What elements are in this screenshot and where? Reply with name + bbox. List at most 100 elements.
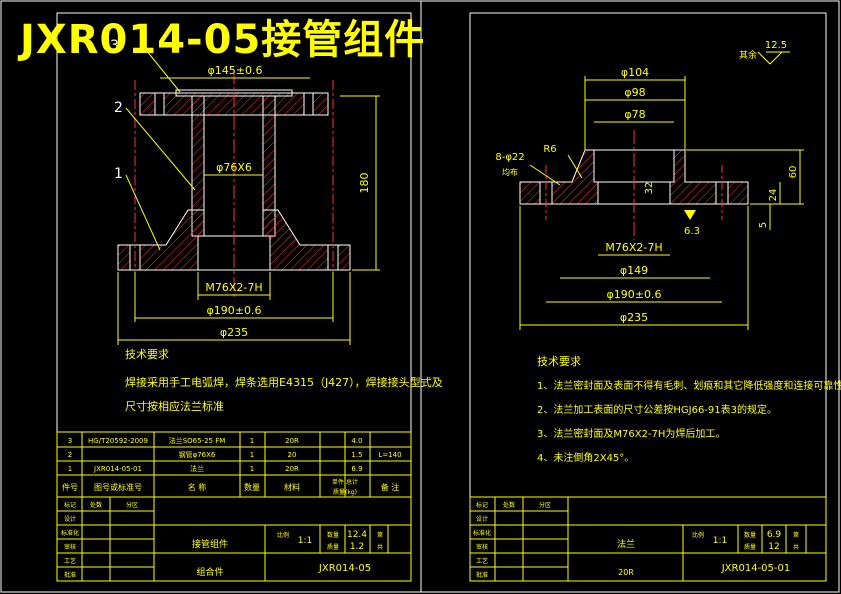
right-flange-view: φ104 φ98 φ78 8-φ22 均布 R6 32 M76X2-7H φ14…	[495, 40, 841, 464]
svg-text:处数: 处数	[90, 501, 102, 509]
svg-text:分区: 分区	[539, 501, 551, 509]
right-note-1: 1、法兰密封面及表面不得有毛刺、划痕和其它降低强度和连接可靠性的缺陷。	[537, 379, 841, 392]
svg-text:共: 共	[793, 543, 799, 551]
bom-row-1: 1 JXR014-05-01 法兰 1 20R 6.9	[68, 464, 363, 473]
svg-text:共: 共	[377, 543, 383, 551]
svg-text:比例: 比例	[692, 531, 704, 539]
svg-text:标记: 标记	[476, 501, 488, 509]
roughness-other-label: 其余	[739, 49, 757, 61]
svg-text:HG/T20592-2009: HG/T20592-2009	[88, 437, 148, 445]
svg-text:比例: 比例	[277, 531, 289, 539]
svg-text:名 称: 名 称	[188, 482, 207, 492]
svg-text:数量: 数量	[244, 482, 260, 492]
dim-m76: M76X2-7H	[205, 281, 262, 294]
callout-1: 1	[114, 166, 123, 182]
dim-r6: R6	[543, 144, 556, 155]
left-note-line-2: 尺寸按相应法兰标准	[125, 399, 224, 413]
svg-text:12: 12	[768, 542, 779, 552]
right-note-4: 4、未注倒角2X45°。	[537, 451, 634, 464]
dim-d76: φ76X6	[216, 161, 252, 174]
right-notes-title: 技术要求	[537, 355, 581, 368]
bom-row-3: 3 HG/T20592-2009 法兰SO65-25 FM 1 20R 4.0	[68, 436, 363, 445]
svg-text:设计: 设计	[476, 515, 488, 523]
svg-text:20: 20	[288, 451, 297, 459]
roughness-6-3: 6.3	[684, 226, 700, 237]
svg-text:法兰: 法兰	[617, 538, 635, 550]
svg-text:1:1: 1:1	[713, 536, 727, 546]
svg-text:审核: 审核	[64, 543, 76, 551]
svg-text:20R: 20R	[285, 437, 299, 445]
svg-text:件号: 件号	[62, 482, 78, 492]
right-title-block-text: 法兰 20R 1:1 6.9 12 JXR014-05-01 比例 数量 质量 …	[473, 501, 799, 579]
svg-text:第: 第	[793, 531, 799, 539]
callout-2: 2	[114, 100, 123, 116]
svg-text:1: 1	[250, 437, 254, 445]
svg-text:JXR014-05-01: JXR014-05-01	[93, 465, 142, 473]
left-revision-labels: 标记 处数 分区 设计 标准化 审核 工艺 批准	[61, 501, 138, 579]
svg-text:1.2: 1.2	[350, 542, 364, 552]
svg-text:法兰: 法兰	[190, 464, 204, 473]
dim-d145: φ145±0.6	[208, 64, 263, 77]
svg-text:质量: 质量	[744, 543, 756, 551]
right-note-2: 2、法兰加工表面的尺寸公差按HGJ66-91表3的规定。	[537, 403, 777, 416]
dim-h5: 5	[758, 222, 769, 228]
svg-text:JXR014-05: JXR014-05	[318, 563, 371, 574]
left-bom-table	[56, 431, 412, 582]
svg-text:批准: 批准	[476, 571, 488, 579]
svg-text:备 注: 备 注	[381, 482, 400, 492]
svg-text:2: 2	[68, 451, 72, 459]
dim-d190: φ190±0.6	[207, 304, 262, 317]
svg-text:图号或标准号: 图号或标准号	[94, 482, 142, 492]
svg-text:组合件: 组合件	[196, 566, 223, 578]
svg-text:处数: 处数	[503, 501, 515, 509]
svg-text:质量(kg): 质量(kg)	[333, 488, 357, 496]
svg-text:3: 3	[68, 437, 72, 445]
svg-text:材料: 材料	[284, 482, 300, 492]
dim-d190: φ190±0.6	[607, 288, 662, 301]
svg-text:4.0: 4.0	[351, 437, 362, 445]
svg-text:JXR014-05-01: JXR014-05-01	[721, 563, 791, 574]
svg-text:标准化: 标准化	[61, 529, 79, 537]
dim-d235: φ235	[620, 311, 648, 324]
svg-text:分区: 分区	[126, 501, 138, 509]
svg-text:数量: 数量	[744, 531, 756, 539]
svg-text:标准化: 标准化	[473, 529, 491, 537]
svg-text:数量: 数量	[327, 531, 339, 539]
svg-text:设计: 设计	[64, 515, 76, 523]
right-title-block-grid	[469, 496, 827, 582]
svg-text:批准: 批准	[64, 571, 76, 579]
svg-text:审核: 审核	[476, 543, 488, 551]
svg-text:12.4: 12.4	[347, 530, 367, 540]
dim-h60: 60	[788, 166, 799, 179]
dim-d149: φ149	[620, 264, 648, 277]
right-note-3: 3、法兰密封面及M76X2-7H为焊后加工。	[537, 427, 725, 440]
svg-text:质量: 质量	[327, 543, 339, 551]
dim-d235: φ235	[220, 326, 248, 339]
svg-text:单件 总计: 单件 总计	[332, 478, 358, 486]
svg-text:第: 第	[377, 531, 383, 539]
svg-text:1.5: 1.5	[351, 451, 362, 459]
svg-text:法兰SO65-25 FM: 法兰SO65-25 FM	[169, 436, 226, 445]
dim-d104: φ104	[621, 66, 649, 79]
left-note-line-1: 焊接采用手工电弧焊，焊条选用E4315（J427），焊接接头型式及	[125, 375, 443, 389]
callout-3: 3	[110, 38, 119, 54]
dim-d98: φ98	[624, 86, 645, 99]
svg-text:标记: 标记	[64, 501, 76, 509]
svg-text:1: 1	[250, 465, 254, 473]
left-title-block: 接管组件 组合件 1:1 12.4 1.2 JXR014-05 比例 数量 质量…	[192, 530, 383, 578]
dim-m76: M76X2-7H	[605, 241, 662, 254]
svg-text:20R: 20R	[618, 568, 634, 577]
dim-holes-even: 均布	[502, 167, 518, 177]
svg-text:20R: 20R	[285, 465, 299, 473]
svg-text:1: 1	[68, 465, 72, 473]
roughness-other-value: 12.5	[765, 40, 787, 51]
page-title: JXR014-05接管组件	[20, 17, 426, 63]
bom-row-2: 2 钢管φ76X6 1 20 1.5 L=140	[68, 450, 402, 459]
svg-text:1:1: 1:1	[298, 536, 312, 546]
svg-text:6.9: 6.9	[351, 465, 362, 473]
svg-text:工艺: 工艺	[64, 557, 76, 565]
left-assembly-view: φ145±0.6 φ76X6 M76X2-7H φ190±0.6 φ235 18…	[110, 38, 443, 413]
svg-text:钢管φ76X6: 钢管φ76X6	[179, 450, 216, 459]
svg-text:1: 1	[250, 451, 254, 459]
